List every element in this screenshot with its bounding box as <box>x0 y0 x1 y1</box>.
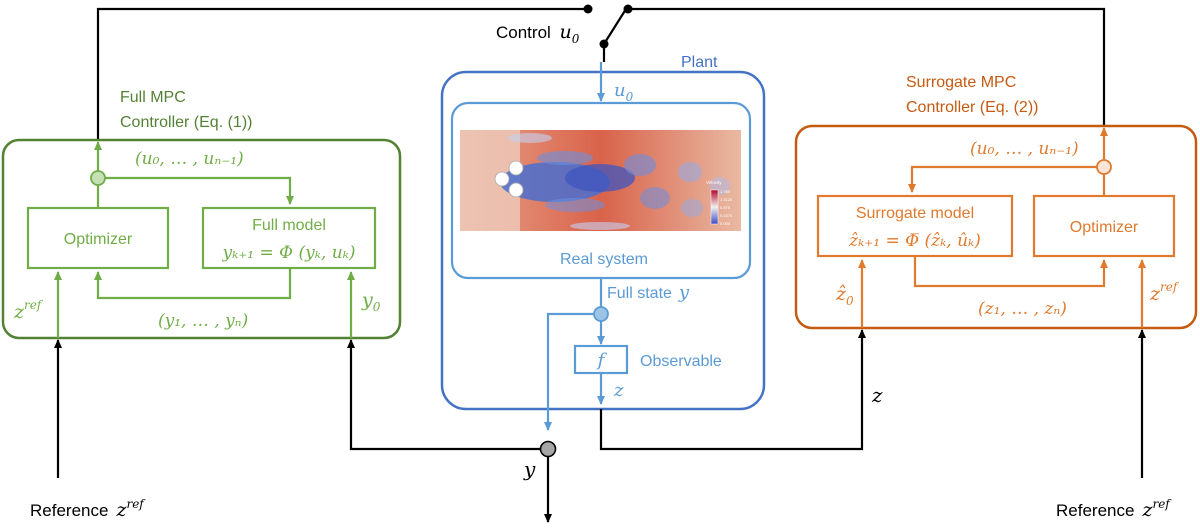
surrogate-model-label: Surrogate model <box>856 205 974 222</box>
observable-label: Observable <box>640 353 722 370</box>
full-mpc-state-sequence: (y₁, … , yₙ) <box>158 311 248 331</box>
surrogate-mpc-state-sequence: (z₁, … , zₙ) <box>978 299 1067 319</box>
surrogate-mpc-junction <box>1096 159 1112 175</box>
surrogate-mpc-box <box>794 124 1198 330</box>
surrogate-mpc-optimizer-box <box>1032 194 1176 258</box>
flow-field-image: Velocity 1.780 1.3125 0.875 0.4375 0.000 <box>460 130 741 231</box>
surrogate-mpc-title-line1: Surrogate MPC <box>906 74 1016 91</box>
plant-input-label: u0 <box>614 80 634 104</box>
switch-contacts <box>583 4 633 49</box>
svg-text:Velocity: Velocity <box>706 180 722 185</box>
left-reference-label: Reference zref <box>30 497 146 521</box>
svg-text:0.000: 0.000 <box>720 221 731 226</box>
svg-text:1.780: 1.780 <box>720 189 731 194</box>
y-branch-line <box>544 312 594 431</box>
plant-box <box>440 70 766 411</box>
plant-title: Plant <box>681 54 718 71</box>
svg-text:1.3125: 1.3125 <box>720 197 733 202</box>
right-reference-label: Reference zref <box>1056 497 1172 521</box>
full-mpc-control-sequence: (u₀, … , uₙ₋₁) <box>135 149 244 169</box>
surrogate-mpc-ref-label: zref <box>1149 280 1180 305</box>
full-mpc-box <box>1 138 402 340</box>
full-mpc-optimizer-box <box>26 206 170 270</box>
z-feedback-line <box>599 329 866 451</box>
full-mpc-ref-label: zref <box>13 298 44 323</box>
svg-text:0.875: 0.875 <box>720 205 731 210</box>
full-model-label: Full model <box>252 217 326 234</box>
control-label: Control u0 <box>496 21 580 46</box>
plant-output-label: z <box>613 380 624 401</box>
y-feedback-line <box>347 339 541 451</box>
surrogate-mpc-title-line2: Controller (Eq. (2)) <box>906 99 1038 116</box>
full-mpc-init-label: y0 <box>361 289 381 314</box>
full-mpc-title-line2: Controller (Eq. (1)) <box>120 114 252 131</box>
full-mpc-junction <box>90 170 106 186</box>
full-model-equation: yₖ₊₁ = Φ (yₖ, uₖ) <box>221 243 355 263</box>
z-signal-label: z <box>871 383 883 407</box>
observable-symbol: f <box>596 350 608 371</box>
surrogate-model-equation: ẑₖ₊₁ = Φ̅ (ẑₖ, ûₖ) <box>848 231 981 251</box>
svg-text:0.4375: 0.4375 <box>720 213 733 218</box>
full-mpc-optimizer-label: Optimizer <box>64 231 133 248</box>
real-system-label: Real system <box>560 251 648 268</box>
y-signal-label: y <box>523 457 536 481</box>
full-state-label: Full state y <box>607 282 690 303</box>
full-mpc-title-line1: Full MPC <box>120 89 186 106</box>
full-state-junction <box>593 306 609 322</box>
surrogate-mpc-optimizer-label: Optimizer <box>1070 219 1139 236</box>
surrogate-mpc-init-label: ẑ0 <box>835 283 854 308</box>
y-junction <box>539 440 557 458</box>
surrogate-mpc-control-sequence: (u₀, … , uₙ₋₁) <box>970 139 1079 159</box>
